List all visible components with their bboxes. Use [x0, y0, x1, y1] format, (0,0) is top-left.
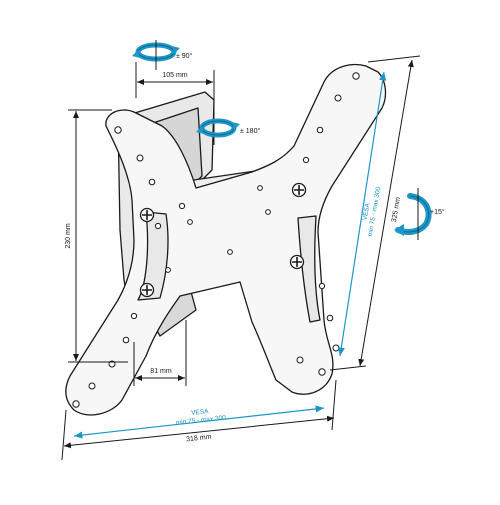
vesa-bottom-range: min 75 - max 300: [176, 414, 227, 426]
plate-cutout-right: [297, 215, 321, 323]
dim-318-ext-left: [61, 409, 67, 461]
vesa-plate: [65, 63, 387, 416]
screw: [139, 282, 155, 298]
rotate-arrow-icon: [132, 40, 180, 70]
vesa-bottom-title: VESA: [191, 408, 210, 417]
screws: [139, 182, 307, 298]
tilt-arrow-icon: [394, 188, 432, 240]
screw: [289, 254, 305, 270]
mount-holes: [72, 72, 360, 408]
screw: [291, 182, 307, 198]
labels: ± 90° ± 180° +15° 105 mm 230 mm 81 mm 31…: [65, 52, 445, 443]
swivel-arrow-icon: [196, 118, 240, 138]
vesa-bottom-line: [73, 405, 325, 439]
screw: [139, 207, 155, 223]
label-width-318: 318 mm: [186, 434, 212, 444]
label-width-81: 81 mm: [150, 368, 172, 375]
label-height-230: 230 mm: [65, 223, 72, 248]
bracket-drawing: [65, 63, 387, 416]
label-height-325: 325 mm: [391, 197, 402, 223]
vesa-right-line: [337, 71, 387, 357]
dim-318-ext-right: [331, 379, 337, 431]
label-rotate-180: ± 180°: [240, 127, 260, 135]
label-tilt-15: +15°: [430, 208, 445, 216]
vesa-dimensions: [73, 71, 387, 439]
label-rotate-90: ± 90°: [176, 52, 193, 60]
vesa-right-title: VESA: [362, 202, 372, 221]
label-width-105: 105 mm: [162, 72, 187, 79]
plate-cutout-left: [137, 211, 169, 301]
dim-325-ext-bottom: [329, 365, 367, 371]
